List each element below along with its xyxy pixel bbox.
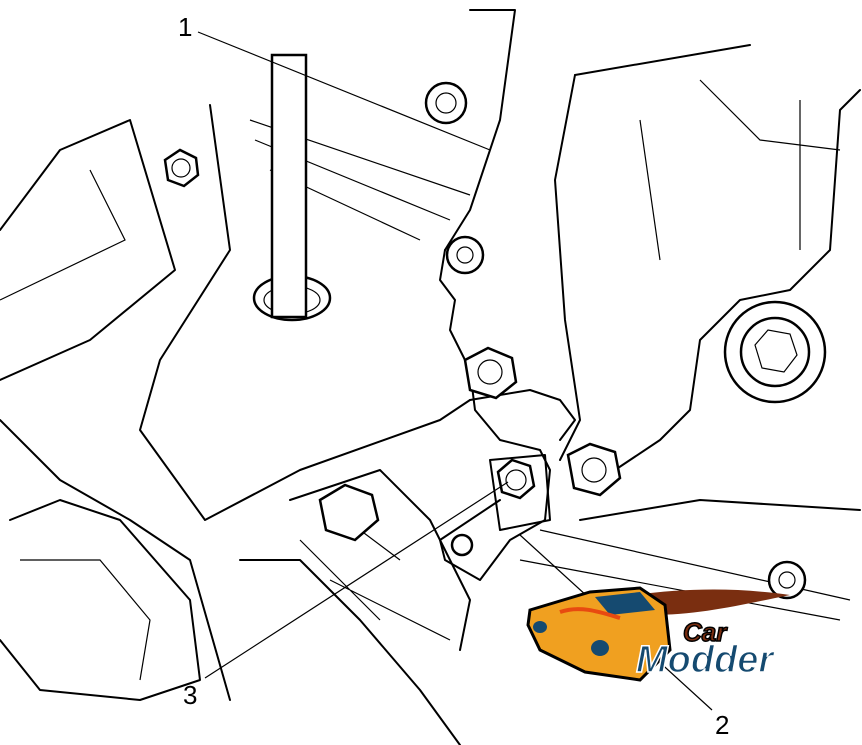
bolt-upper-left [163,148,200,188]
callout-2: 2 [715,710,730,740]
callout-3: 3 [183,680,198,710]
carmodder-logo: Car Modder [526,586,790,682]
logo-text-car: Car [683,617,728,647]
bolt-lower-right [767,560,807,600]
logo-text-modder: Modder [636,639,775,681]
bolt-center [463,346,518,400]
mount-bracket [439,235,576,581]
leader-line-3 [204,481,509,679]
leader-line-1 [197,31,491,151]
bolt-upper [424,81,468,125]
nut-lower [318,483,380,542]
tool-rod [252,53,332,322]
bolt-mount [496,458,536,500]
callout-1: 1 [178,12,193,42]
bolts [163,81,827,600]
bolt-right [566,442,622,497]
bolt-large-right [723,300,827,404]
